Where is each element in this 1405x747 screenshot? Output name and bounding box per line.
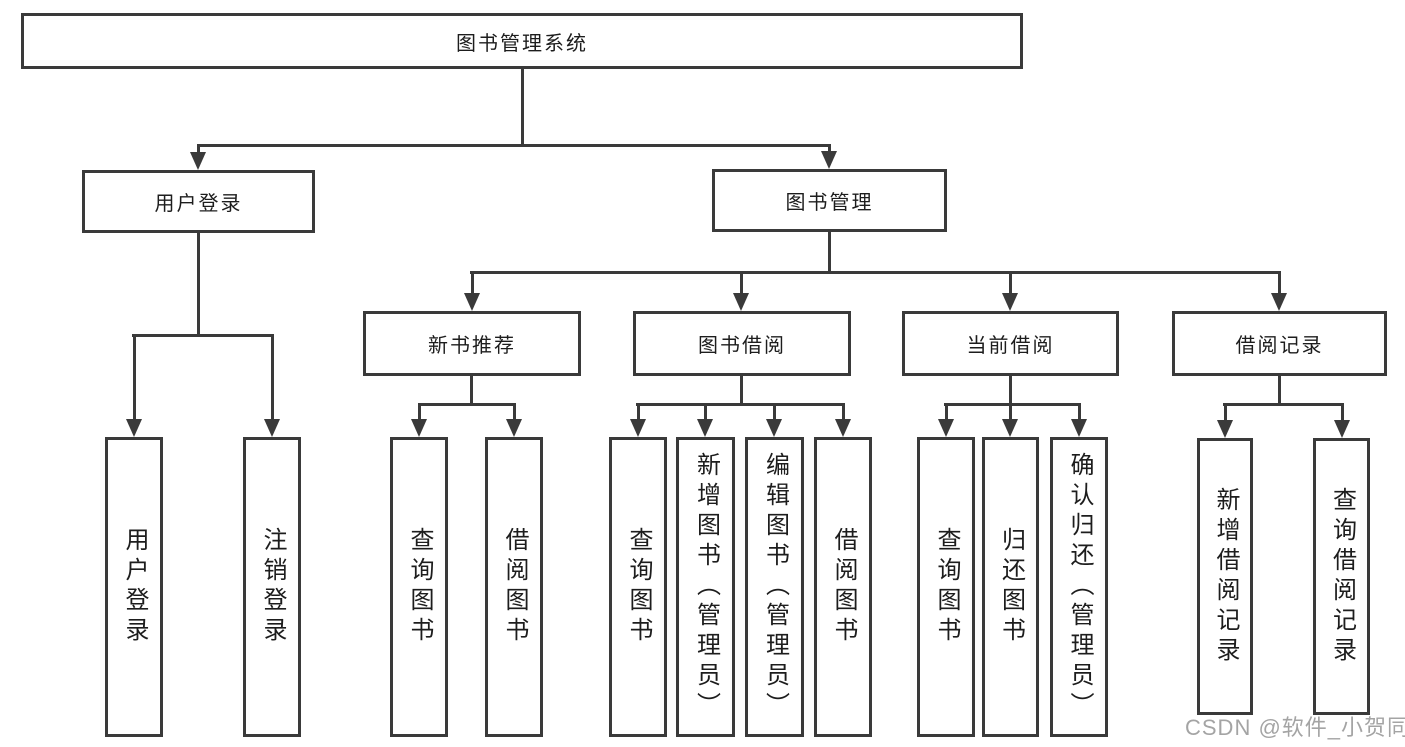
- connector-stem: [842, 403, 845, 423]
- connector-records-stem: [1278, 376, 1281, 405]
- arrow-down: [1217, 420, 1233, 438]
- connector-stem: [1224, 403, 1227, 424]
- node-root-library-system: 图书管理系统: [21, 13, 1023, 69]
- connector-stem: [704, 403, 707, 423]
- arrow-down: [835, 419, 851, 437]
- connector-recommend-stem: [470, 376, 473, 405]
- connector-stem: [418, 403, 421, 423]
- connector-stem: [1009, 271, 1012, 297]
- arrow-down: [506, 419, 522, 437]
- arrow-down: [1271, 293, 1287, 311]
- leaf-user-login: 用户登录: [105, 437, 163, 737]
- leaf-confirm-return-admin: 确认归还（管理员）: [1050, 437, 1108, 737]
- arrow-down: [630, 419, 646, 437]
- leaf-query-books-recommend: 查询图书: [390, 437, 448, 737]
- connector-records-bus: [1223, 403, 1343, 406]
- arrow-down: [733, 293, 749, 311]
- connector-borrowing-bus: [636, 403, 844, 406]
- connector-level2-bus: [197, 144, 831, 147]
- arrow-down: [464, 293, 480, 311]
- leaf-borrow-books-recommend: 借阅图书: [485, 437, 543, 737]
- connector-stem: [133, 334, 136, 423]
- connector-stem: [513, 403, 516, 423]
- leaf-query-books-borrow: 查询图书: [609, 437, 667, 737]
- arrow-down: [938, 419, 954, 437]
- connector-stem: [271, 334, 274, 423]
- arrow-down: [766, 419, 782, 437]
- node-current-borrowing: 当前借阅: [902, 311, 1119, 376]
- node-user-login: 用户登录: [82, 170, 315, 233]
- connector-stem: [471, 271, 474, 297]
- connector-stem: [945, 403, 948, 423]
- connector-userlogin-stem: [197, 233, 200, 336]
- arrow-down: [264, 419, 280, 437]
- connector-level3-bus: [470, 271, 1281, 274]
- connector-current-stem: [1009, 376, 1012, 405]
- leaf-add-book-admin: 新增图书（管理员）: [676, 437, 735, 737]
- connector-stem: [1009, 403, 1012, 423]
- leaf-edit-book-admin: 编辑图书（管理员）: [745, 437, 804, 737]
- connector-stem: [1078, 403, 1081, 423]
- connector-stem: [828, 144, 831, 157]
- connector-stem: [1278, 271, 1281, 297]
- connector-bookmgmt-stem: [828, 232, 831, 274]
- leaf-query-borrow-record: 查询借阅记录: [1313, 438, 1370, 715]
- connector-current-bus: [944, 403, 1080, 406]
- arrow-down: [411, 419, 427, 437]
- connector-root-stem: [521, 69, 524, 146]
- leaf-return-book: 归还图书: [982, 437, 1039, 737]
- arrow-down: [1002, 293, 1018, 311]
- connector-stem: [773, 403, 776, 423]
- csdn-watermark: CSDN @软件_小贺同学: [1185, 715, 1405, 740]
- node-new-book-recommendation: 新书推荐: [363, 311, 581, 376]
- leaf-query-books-current: 查询图书: [917, 437, 975, 737]
- connector-stem: [740, 271, 743, 297]
- leaf-add-borrow-record: 新增借阅记录: [1197, 438, 1253, 715]
- arrow-down: [697, 419, 713, 437]
- connector-stem: [637, 403, 640, 423]
- connector-stem: [1341, 403, 1344, 424]
- connector-stem: [197, 144, 200, 158]
- arrow-down: [190, 152, 206, 170]
- leaf-logout: 注销登录: [243, 437, 301, 737]
- node-book-borrowing: 图书借阅: [633, 311, 851, 376]
- arrow-down: [126, 419, 142, 437]
- leaf-borrow-books-borrow: 借阅图书: [814, 437, 872, 737]
- connector-userlogin-bus: [132, 334, 274, 337]
- arrow-down: [1334, 420, 1350, 438]
- connector-recommend-bus: [418, 403, 516, 406]
- connector-borrowing-stem: [740, 376, 743, 405]
- node-borrowing-records: 借阅记录: [1172, 311, 1387, 376]
- arrow-down: [821, 151, 837, 169]
- arrow-down: [1071, 419, 1087, 437]
- node-book-management: 图书管理: [712, 169, 947, 232]
- arrow-down: [1002, 419, 1018, 437]
